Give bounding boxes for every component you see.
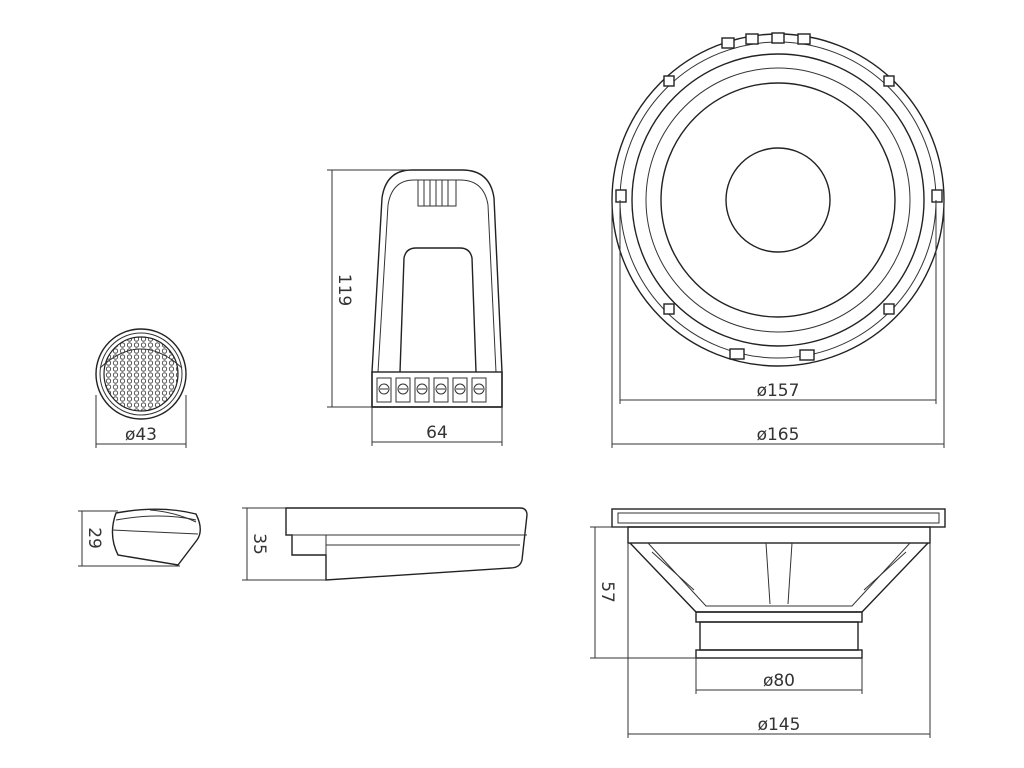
crossover-width-label: 64 [426, 423, 448, 443]
dimension-crossover-width: 64 [371, 407, 503, 446]
woofer-side-view [611, 508, 946, 659]
dimension-magnet-diameter: ø80 [695, 658, 863, 694]
crossover-front-view [371, 169, 503, 408]
tweeter-side-view [111, 508, 201, 566]
tweeter-height-label: 29 [84, 527, 104, 549]
dimension-woofer-depth: 57 [590, 526, 696, 659]
dimension-tweeter-diameter: ø43 [95, 395, 187, 448]
tweeter-front-view [95, 328, 187, 420]
crossover-height-label: 119 [334, 274, 354, 306]
dimension-tweeter-height: 29 [78, 510, 180, 567]
dimension-basket-diameter: ø145 [627, 543, 931, 738]
crossover-depth-label: 35 [249, 533, 269, 555]
dimension-woofer-outer-diameter: ø165 [611, 200, 945, 448]
tweeter-diameter-label: ø43 [125, 425, 157, 445]
dimension-woofer-inner-diameter: ø157 [619, 200, 937, 404]
magnet-diameter-label: ø80 [763, 671, 795, 691]
basket-diameter-label: ø145 [758, 715, 801, 735]
crossover-terminal-block [376, 377, 487, 403]
woofer-outer-diameter-label: ø165 [757, 425, 800, 445]
woofer-front-view [611, 32, 945, 367]
woofer-inner-diameter-label: ø157 [757, 381, 800, 401]
dimension-crossover-depth: 35 [242, 507, 326, 581]
dimension-crossover-height: 119 [327, 169, 412, 408]
woofer-depth-label: 57 [597, 581, 617, 603]
crossover-side-view [285, 507, 528, 581]
